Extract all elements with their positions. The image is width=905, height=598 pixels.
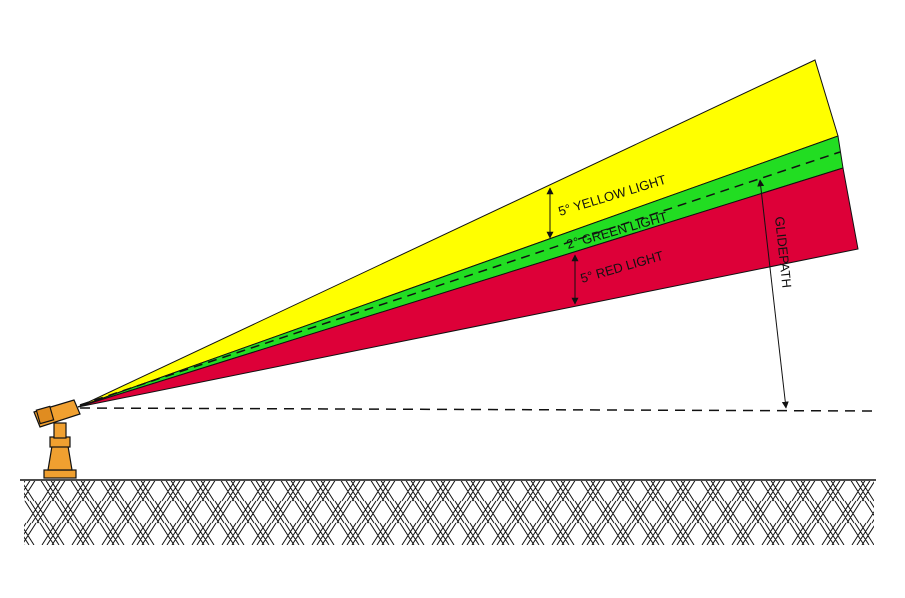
glidepath-label: GLIDEPATH (772, 216, 794, 289)
glidepath-centerline (79, 151, 841, 406)
horizontal-reference-line (79, 407, 873, 412)
ground-hatch-strokes (24, 481, 874, 545)
lamp-unit-icon (33, 399, 81, 479)
glidepath-angle-arrow (757, 179, 789, 409)
ground-hatching (20, 479, 876, 545)
red-light-beam (77, 167, 859, 408)
